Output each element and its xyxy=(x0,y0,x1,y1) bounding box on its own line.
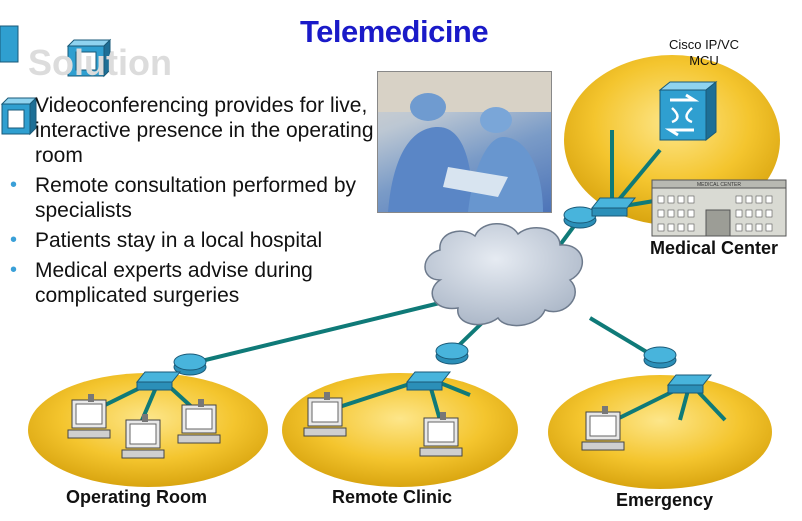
emergency-label: Emergency xyxy=(616,490,714,510)
cube-icon xyxy=(66,38,112,78)
bullet-icon: • xyxy=(10,229,18,251)
section-title: Solution xyxy=(28,42,172,83)
emergency-area xyxy=(548,375,772,489)
router-icon xyxy=(173,353,207,376)
pc-icon xyxy=(67,394,111,439)
bullet-list: •Videoconferencing provides for live, in… xyxy=(8,93,395,313)
bullet-icon: • xyxy=(10,174,18,196)
switch-icon xyxy=(405,371,452,391)
switch-icon xyxy=(135,371,182,391)
mcu-label: Cisco IP/VC MCU xyxy=(668,37,740,68)
bullet-item: •Medical experts advise during complicat… xyxy=(10,259,313,307)
pc-icon xyxy=(581,406,625,451)
pc-icon xyxy=(419,412,463,457)
operating-room-label: Operating Room xyxy=(66,487,208,507)
remote-clinic-label: Remote Clinic xyxy=(332,487,453,507)
bullet-item: •Videoconferencing provides for live, in… xyxy=(35,94,374,167)
medical-center-sign: MEDICAL CENTER xyxy=(697,182,741,188)
switch-icon xyxy=(666,374,713,394)
slide-title: Telemedicine xyxy=(300,14,489,49)
router-icon xyxy=(643,346,677,369)
medical-center-label: Medical Center xyxy=(650,238,779,258)
mcu-device-icon xyxy=(658,80,718,142)
cube-icon xyxy=(0,25,19,63)
router-icon xyxy=(563,206,597,229)
pc-icon xyxy=(121,414,165,459)
medical-center-building-icon: MEDICAL CENTER xyxy=(651,179,787,237)
bullet-item: •Remote consultation performed by specia… xyxy=(10,174,356,222)
cube-icon xyxy=(0,96,38,136)
pc-icon xyxy=(303,392,347,437)
pc-icon xyxy=(177,399,221,444)
bullet-item: •Patients stay in a local hospital xyxy=(10,229,323,252)
switch-icon xyxy=(590,197,637,217)
router-icon xyxy=(435,342,469,365)
operating-room-photo xyxy=(377,71,552,213)
bullet-icon: • xyxy=(10,259,18,281)
network-cloud xyxy=(424,223,584,327)
